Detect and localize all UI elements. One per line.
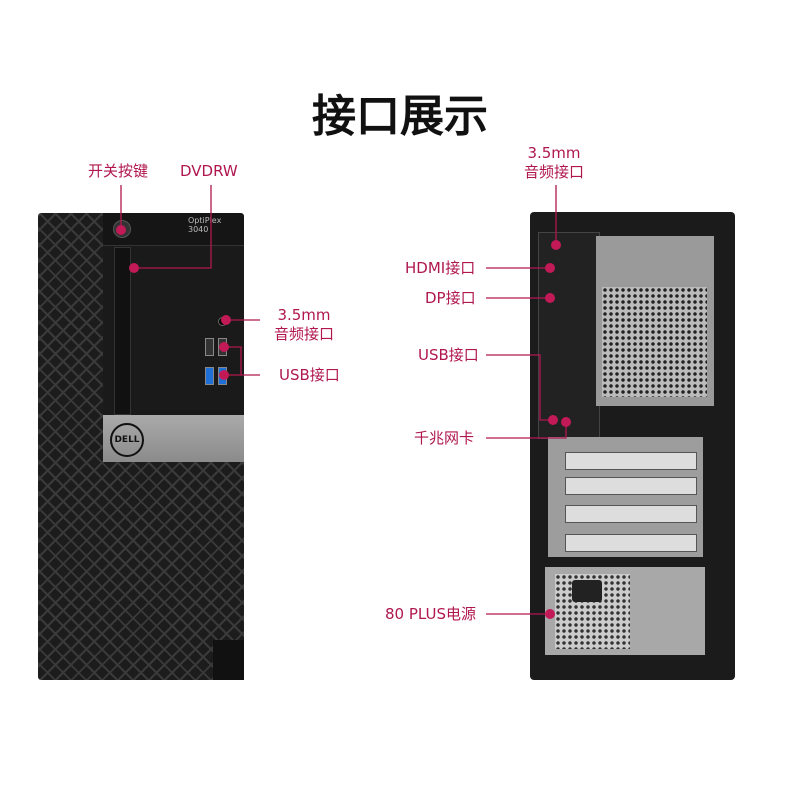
usb-port — [205, 338, 214, 356]
marker-dot — [221, 315, 231, 325]
front-view: OptiPlex 3040 DELL — [38, 213, 244, 680]
fan-grille — [602, 287, 707, 397]
power-socket — [572, 580, 602, 602]
marker-dot — [219, 342, 229, 352]
label-rear-usb: USB接口 — [418, 346, 479, 364]
label-lan: 千兆网卡 — [414, 429, 475, 447]
label-dp: DP接口 — [425, 289, 476, 307]
page-title: 接口展示 — [312, 91, 488, 142]
label-power-button: 开关按键 — [88, 162, 149, 180]
psu-grille — [555, 574, 630, 649]
model-name: OptiPlex 3040 — [188, 216, 222, 234]
expansion-slot — [565, 477, 697, 495]
label-psu: 80 PLUS电源 — [385, 605, 477, 623]
dvd-drive — [114, 247, 131, 415]
label-rear-audio: 3.5mm 音频接口 — [524, 144, 585, 181]
marker-dot — [545, 293, 555, 303]
rear-view — [530, 212, 735, 680]
marker-dot — [545, 609, 555, 619]
label-dvdrw: DVDRW — [180, 162, 238, 180]
usb3-port — [205, 367, 214, 385]
marker-dot — [561, 417, 571, 427]
marker-dot — [116, 225, 126, 235]
label-front-audio: 3.5mm 音频接口 — [274, 306, 335, 343]
expansion-slot — [565, 452, 697, 470]
marker-dot — [219, 370, 229, 380]
dell-logo: DELL — [110, 423, 144, 457]
marker-dot — [548, 415, 558, 425]
marker-dot — [551, 240, 561, 250]
expansion-slot — [565, 534, 697, 552]
label-front-usb: USB接口 — [279, 366, 340, 384]
label-hdmi: HDMI接口 — [405, 259, 476, 277]
expansion-slot — [565, 505, 697, 523]
marker-dot — [545, 263, 555, 273]
marker-dot — [129, 263, 139, 273]
front-foot — [213, 640, 244, 680]
